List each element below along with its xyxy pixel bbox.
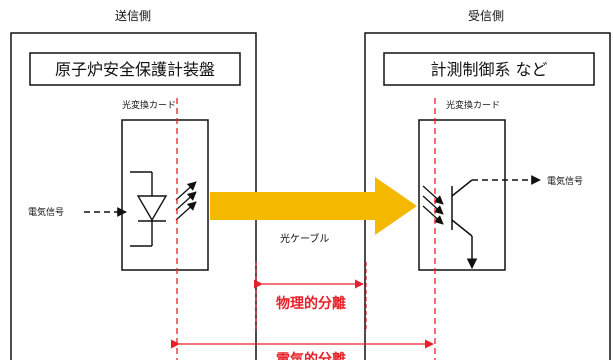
physical-separation-label: 物理的分離	[276, 295, 346, 312]
emitted-light-icon	[175, 181, 197, 221]
phototransistor-icon	[451, 179, 478, 270]
sender-system-box	[29, 52, 241, 86]
receiver-system-box	[383, 52, 595, 86]
sender-signal-label: 電気信号	[28, 206, 64, 218]
sender-header: 送信側	[115, 8, 151, 23]
sender-card-label: 光変換カード	[122, 99, 176, 111]
receiver-header: 受信側	[468, 9, 504, 23]
receiver-signal-label: 電気信号	[547, 175, 583, 187]
sender-optical-card	[121, 119, 209, 271]
receiver-card-label: 光変換カード	[446, 99, 500, 111]
electrical-separation-label: 電気的分離	[276, 351, 346, 360]
receiver-system-label: 計測制御系 など	[430, 60, 547, 79]
receiver-optical-card	[418, 119, 506, 271]
sender-system-label: 原子炉安全保護計装盤	[55, 60, 215, 79]
led-diode-icon	[130, 171, 168, 247]
optical-cable-label: 光ケーブル	[280, 232, 329, 245]
received-light-icon	[422, 185, 444, 225]
optical-transmission-arrow	[210, 177, 417, 235]
